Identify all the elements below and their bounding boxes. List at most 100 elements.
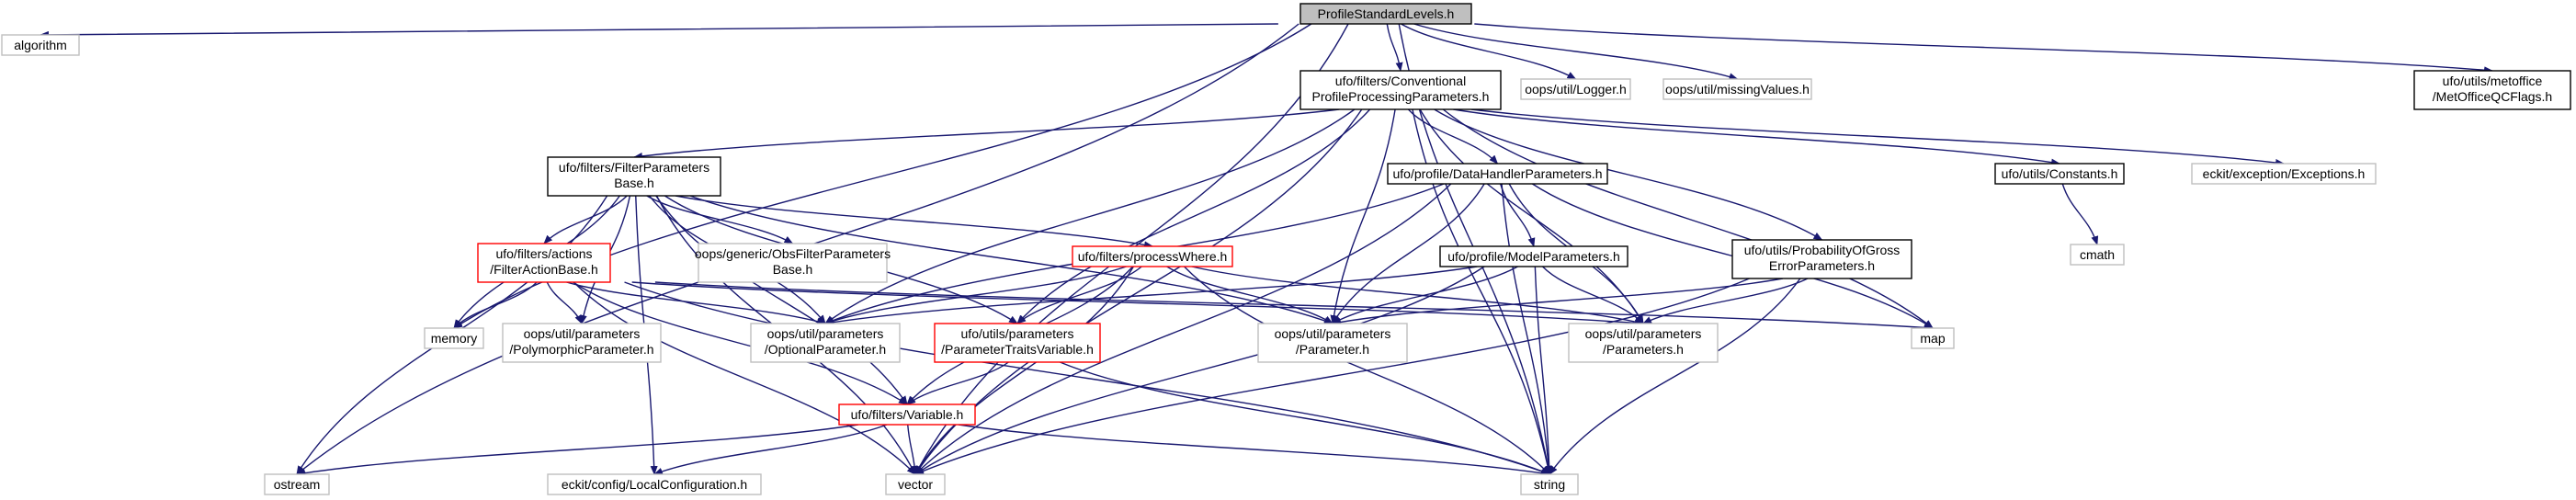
node-mp[interactable]: ufo/profile/ModelParameters.h (1439, 245, 1628, 267)
node-box-root (1299, 3, 1472, 25)
node-box-map (1911, 327, 1955, 349)
edge-variable-to-vector (907, 424, 919, 475)
node-box-string (1520, 473, 1579, 495)
node-polyp: oops/util/parameters/PolymorphicParamete… (502, 323, 662, 363)
node-box-cppp (1299, 70, 1502, 110)
node-map: map (1911, 327, 1955, 349)
edge-pgep-to-params (1642, 278, 1809, 324)
edge-mp-to-param (1332, 266, 1518, 324)
node-label-eckitexc-0: eckit/exception/Exceptions.h (2203, 166, 2366, 181)
node-cmath: cmath (2070, 244, 2125, 266)
node-label-polyp-0: oops/util/parameters (524, 326, 641, 341)
node-label-map-0: map (1920, 331, 1945, 346)
node-box-constants (1994, 163, 2125, 185)
edges-layer (40, 23, 2493, 477)
edge-fab-to-string (624, 281, 1550, 475)
node-label-params-0: oops/util/parameters (1585, 326, 1702, 341)
edge-fpb-to-variable (655, 195, 908, 405)
node-label-cppp-0: ufo/filters/Conventional (1335, 74, 1466, 88)
node-label-ostream-0: ostream (274, 477, 321, 492)
node-box-fpb (547, 156, 721, 197)
node-box-params (1568, 323, 1719, 363)
node-label-cppp-1: ProfileProcessingParameters.h (1312, 89, 1490, 104)
edge-fab-to-variable (573, 281, 908, 405)
node-box-mp (1439, 245, 1628, 267)
node-label-vector-0: vector (898, 477, 933, 492)
node-label-pgep-1: ErrorParameters.h (1769, 258, 1875, 273)
node-root[interactable]: ProfileStandardLevels.h (1299, 3, 1472, 25)
edge-ptv-to-variable (906, 361, 1009, 405)
node-label-dhp-0: ufo/profile/DataHandlerParameters.h (1392, 166, 1602, 181)
edge-mp-to-vector (914, 266, 1485, 475)
edge-pw-to-params (1191, 266, 1644, 325)
node-ostream: ostream (264, 473, 330, 495)
edge-cppp-to-fpb (633, 108, 1340, 160)
edge-cppp-to-dhp (1407, 108, 1499, 165)
node-label-cmath-0: cmath (2080, 247, 2115, 262)
node-label-localconf-0: eckit/config/LocalConfiguration.h (562, 477, 747, 492)
edge-dhp-to-param (1332, 183, 1485, 324)
node-eckitexc: eckit/exception/Exceptions.h (2191, 163, 2377, 185)
edge-cppp-to-constants (1453, 108, 2060, 166)
node-box-pw (1072, 245, 1233, 267)
node-label-metoffice-0: ufo/utils/metoffice (2443, 74, 2543, 88)
edge-cppp-to-map (1442, 108, 1934, 329)
edge-constants-to-cmath (2061, 183, 2099, 245)
node-box-fab (477, 243, 611, 283)
node-param: oops/util/parameters/Parameter.h (1257, 323, 1408, 363)
node-box-missing (1662, 78, 1812, 100)
edge-variable-to-string (958, 424, 1550, 477)
node-ptv[interactable]: ufo/utils/parameters/ParameterTraitsVari… (934, 323, 1101, 363)
edge-fab-to-memory (453, 281, 538, 329)
edge-fab-to-params (631, 281, 1644, 327)
edge-pw-to-ptv (1016, 266, 1142, 324)
edge-pgep-to-vector (914, 278, 1750, 475)
node-logger: oops/util/Logger.h (1520, 78, 1631, 100)
edge-fab-to-vector (573, 281, 916, 475)
node-pw[interactable]: ufo/filters/processWhere.h (1072, 245, 1233, 267)
node-dhp[interactable]: ufo/profile/DataHandlerParameters.h (1387, 163, 1608, 185)
node-label-ptv-1: /ParameterTraitsVariable.h (941, 342, 1094, 357)
edge-cppp-to-params (1419, 108, 1644, 324)
node-metoffice[interactable]: ufo/utils/metoffice/MetOfficeQCFlags.h (2413, 70, 2571, 110)
edge-cppp-to-ptv (1016, 108, 1371, 324)
node-label-pgep-0: ufo/utils/ProbabilityOfGross (1744, 243, 1901, 257)
edge-root-to-cppp (1386, 23, 1403, 72)
edge-root-to-metoffice (1474, 23, 2493, 74)
node-cppp[interactable]: ufo/filters/ConventionalProfileProcessin… (1299, 70, 1502, 110)
node-box-polyp (502, 323, 662, 363)
node-box-dhp (1387, 163, 1608, 185)
node-label-root-0: ProfileStandardLevels.h (1318, 6, 1455, 21)
node-box-param (1257, 323, 1408, 363)
edge-root-to-algorithm (40, 23, 1278, 39)
node-box-ostream (264, 473, 330, 495)
node-label-fpb-0: ufo/filters/FilterParameters (559, 160, 709, 175)
node-label-variable-0: ufo/filters/Variable.h (851, 407, 964, 422)
edge-fpb-to-pw (675, 195, 1153, 249)
edge-dhp-to-vector (914, 183, 1452, 475)
edge-cppp-to-param (1330, 108, 1396, 324)
edge-fab-to-polyp (546, 281, 583, 324)
node-fab[interactable]: ufo/filters/actions/FilterActionBase.h (477, 243, 611, 283)
nodes-layer: ProfileStandardLevels.halgorithmufo/filt… (1, 3, 2571, 495)
node-box-obsfp (698, 243, 888, 283)
node-memory: memory (424, 327, 484, 349)
edge-pw-to-param (1166, 266, 1333, 324)
node-label-optp-0: oops/util/parameters (767, 326, 884, 341)
node-variable[interactable]: ufo/filters/Variable.h (838, 403, 976, 426)
node-box-vector (885, 473, 946, 495)
node-string: string (1520, 473, 1579, 495)
node-box-memory (424, 327, 484, 349)
node-constants[interactable]: ufo/utils/Constants.h (1994, 163, 2125, 185)
node-box-ptv (934, 323, 1101, 363)
node-vector: vector (885, 473, 946, 495)
edge-cppp-to-optp (824, 108, 1356, 324)
node-box-algorithm (1, 34, 80, 56)
edge-dhp-to-mp (1499, 183, 1536, 247)
node-label-memory-0: memory (431, 331, 478, 346)
node-box-localconf (547, 473, 762, 495)
node-pgep[interactable]: ufo/utils/ProbabilityOfGrossErrorParamet… (1731, 239, 1912, 279)
node-label-fpb-1: Base.h (614, 176, 654, 190)
